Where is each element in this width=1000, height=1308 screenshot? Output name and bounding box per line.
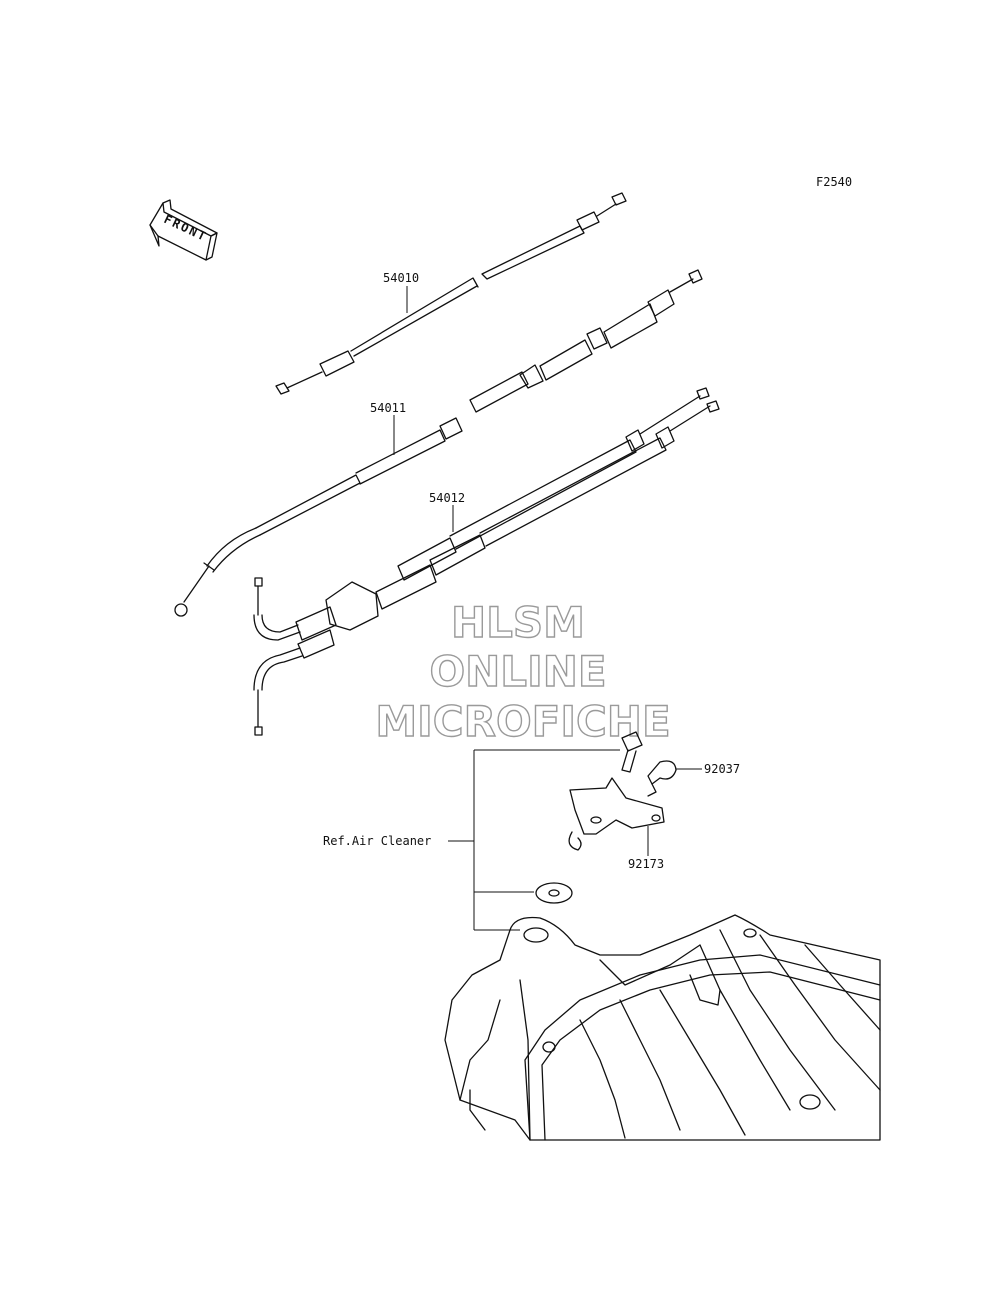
reference-label-air-cleaner: Ref.Air Cleaner <box>323 834 431 848</box>
part-label-54012: 54012 <box>429 491 465 505</box>
air-cleaner-housing <box>444 914 881 1141</box>
part-54010-throttle-cable <box>275 192 627 395</box>
front-arrow-icon: FRONT <box>149 199 218 261</box>
part-label-92037: 92037 <box>704 762 740 776</box>
figure-code: F2540 <box>816 175 852 189</box>
bolt <box>621 731 643 773</box>
part-label-92173: 92173 <box>628 857 664 871</box>
watermark-line2: ONLINE <box>429 647 606 696</box>
part-label-54010: 54010 <box>383 271 419 285</box>
part-54012-choke-cable <box>253 387 720 736</box>
part-label-54011: 54011 <box>370 401 406 415</box>
watermark-line3: MICROFICHE <box>375 697 670 746</box>
part-92173-bracket <box>568 777 665 851</box>
watermark-line1: HLSM <box>451 598 585 647</box>
watermark: HLSM ONLINE MICROFICHE <box>375 597 672 746</box>
cable-adjuster-assembly <box>469 269 703 413</box>
part-54011-throttle-cable <box>174 417 463 617</box>
washer <box>535 882 573 904</box>
reference-bracket <box>448 749 620 931</box>
part-92037-clamp <box>647 760 677 797</box>
